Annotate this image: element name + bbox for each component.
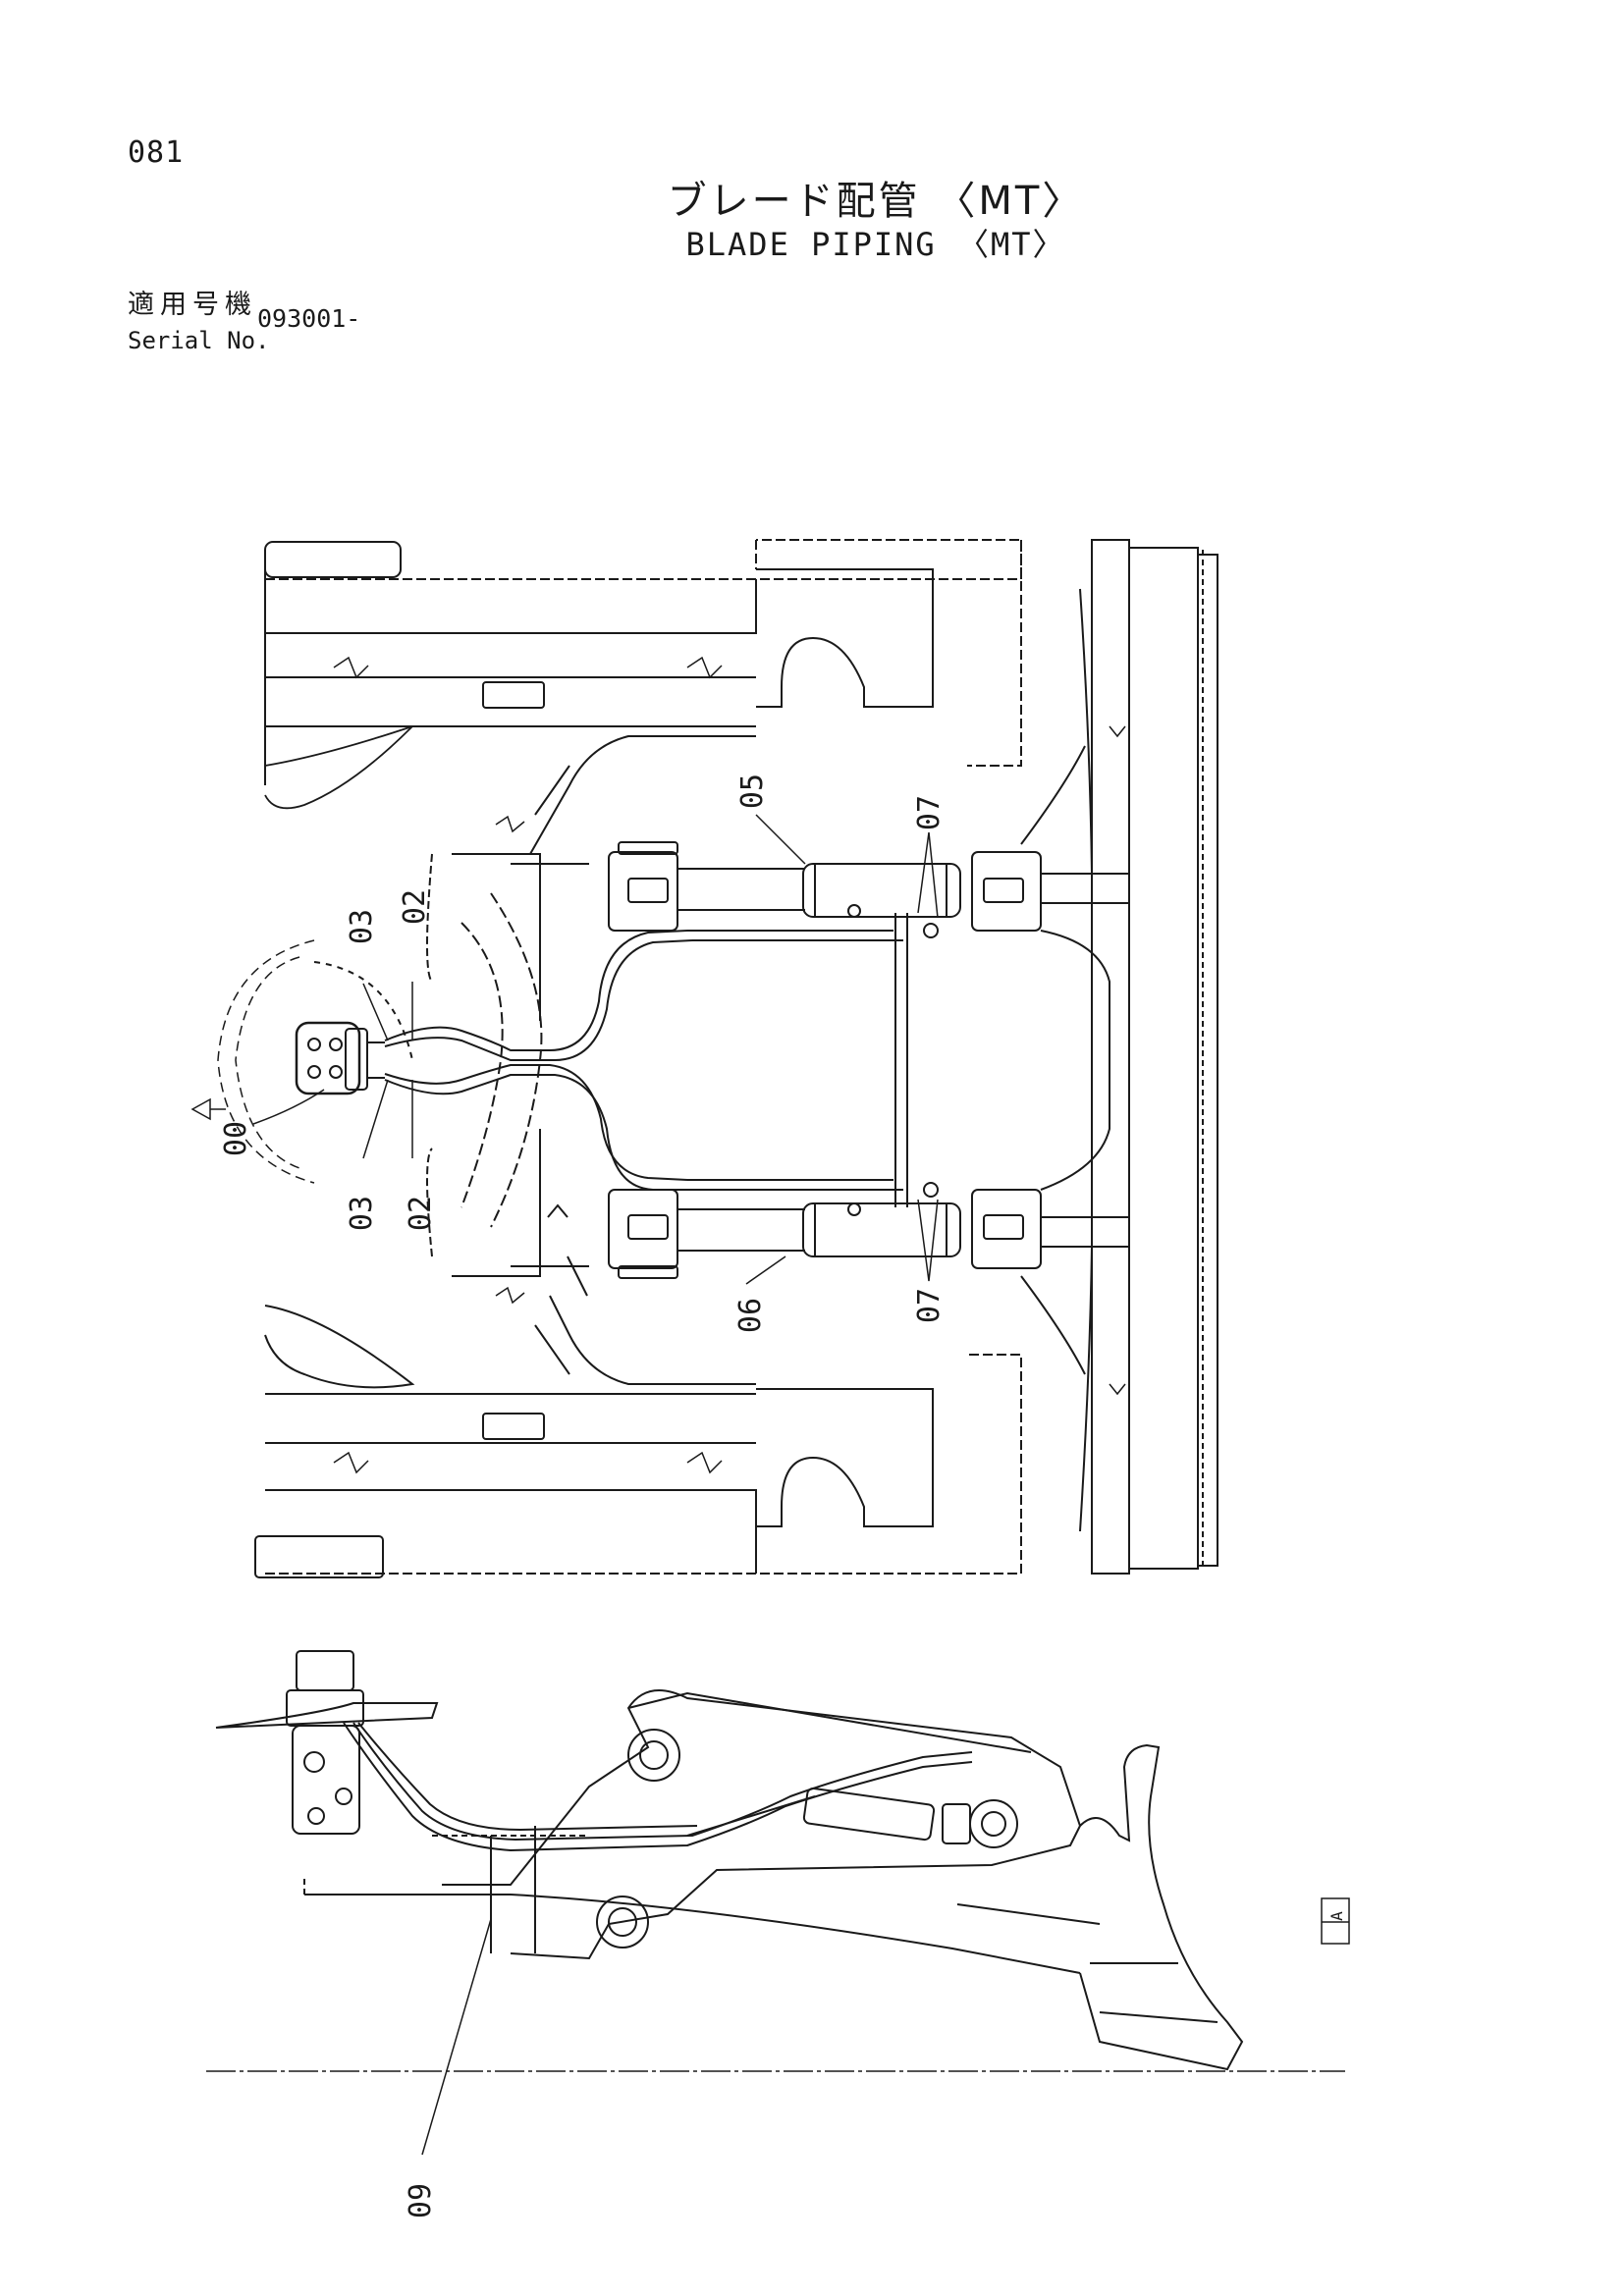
stamp-text: A bbox=[1327, 1911, 1346, 1921]
title-english: BLADE PIPING 〈MT〉 bbox=[685, 226, 1066, 263]
blade-cylinder-upper bbox=[608, 841, 1042, 938]
serial-label-english: Serial No. bbox=[128, 327, 270, 354]
valve-swing-arcs bbox=[217, 939, 315, 1184]
lower-frame-arm bbox=[254, 1203, 1022, 1578]
serial-number-value: 093001- bbox=[257, 304, 361, 333]
serial-label-block: 適用号機 Serial No. bbox=[128, 283, 270, 354]
callout-02-lower: 02 bbox=[404, 1196, 438, 1231]
top-view: 00 03 02 03 02 05 06 07 07 bbox=[190, 539, 1218, 1578]
callout-06: 06 bbox=[733, 1298, 768, 1333]
callout-07-lower: 07 bbox=[912, 1288, 947, 1323]
callout-03-upper: 03 bbox=[345, 909, 379, 944]
leader-lines-top bbox=[252, 814, 939, 1285]
upper-frame-arm bbox=[264, 539, 1022, 855]
center-pivot-frame bbox=[313, 765, 589, 1375]
blade-cylinder-lower bbox=[608, 1182, 1042, 1279]
callout-03-lower: 03 bbox=[345, 1196, 379, 1231]
blade-top bbox=[1020, 539, 1218, 1575]
callout-09: 09 bbox=[404, 2183, 438, 2218]
drawing-stamp: A bbox=[1321, 1897, 1350, 1945]
side-view: 09 bbox=[206, 1650, 1345, 2218]
serial-label-japanese: 適用号機 bbox=[128, 290, 257, 320]
callout-00: 00 bbox=[219, 1121, 253, 1156]
callout-07-upper: 07 bbox=[912, 795, 947, 830]
view-arrow-icon bbox=[190, 1097, 226, 1121]
title-japanese: ブレード配管 〈MT〉 bbox=[667, 179, 1085, 224]
callout-05: 05 bbox=[735, 774, 770, 809]
hose-routing bbox=[384, 913, 908, 1207]
page-number: 081 bbox=[128, 135, 185, 170]
control-valve-side bbox=[286, 1650, 364, 1835]
callout-02-upper: 02 bbox=[398, 889, 432, 925]
control-valve bbox=[295, 1021, 385, 1095]
